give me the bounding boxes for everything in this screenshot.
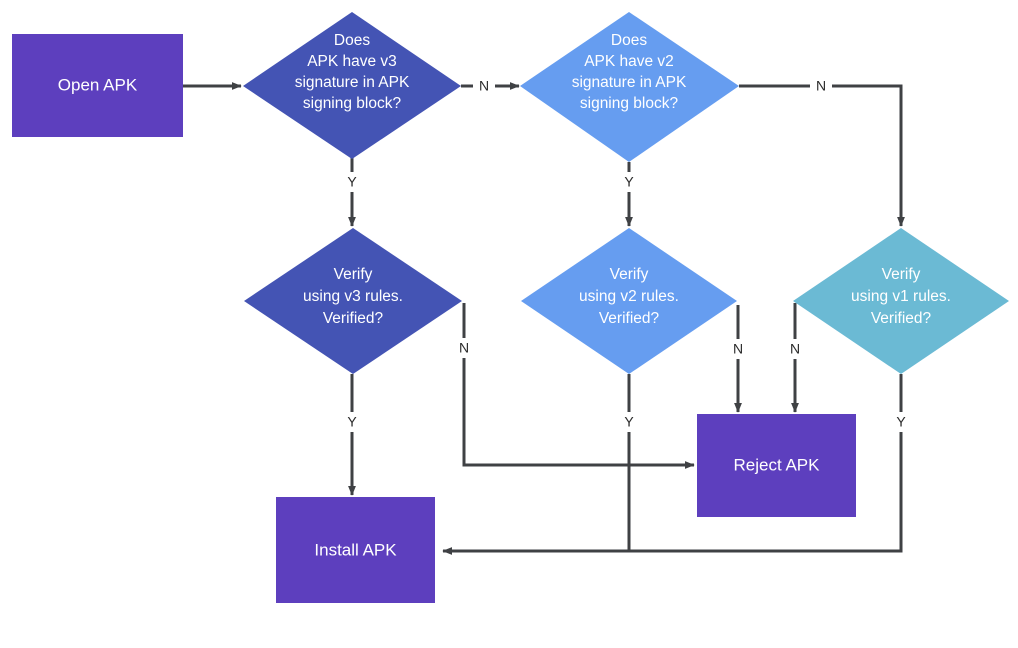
node-verify-v2-line-3: Verified? bbox=[599, 310, 660, 327]
node-verify-v3-line-1: Verify bbox=[334, 266, 373, 283]
edge-label-verifyv3-no: N bbox=[459, 340, 469, 356]
node-install-apk-label: Install APK bbox=[314, 540, 397, 559]
node-verify-v1-line-2: using v1 rules. bbox=[851, 288, 951, 305]
edge-label-bg-verifyv3-no bbox=[454, 338, 475, 358]
edge-label-hasv2-yes: Y bbox=[624, 174, 634, 190]
edge-label-bg-verifyv1-yes bbox=[891, 412, 911, 432]
node-has-v3-line-1: Does bbox=[334, 32, 370, 49]
node-verify-v3-rules[interactable] bbox=[244, 228, 462, 374]
edge-label-hasv3-yes: Y bbox=[347, 174, 357, 190]
node-has-v3-line-3: signature in APK bbox=[295, 74, 410, 91]
node-verify-v2-rules[interactable] bbox=[521, 228, 737, 374]
node-has-v2-line-1: Does bbox=[611, 32, 647, 49]
edge-verifyv2-yes-to-install bbox=[442, 374, 631, 555]
node-reject-apk[interactable] bbox=[697, 414, 856, 517]
node-verify-v2-line-2: using v2 rules. bbox=[579, 288, 679, 305]
node-verify-v2-line-1: Verify bbox=[610, 266, 649, 283]
edge-label-bg-verifyv2-yes bbox=[619, 412, 639, 432]
edge-label-verifyv2-yes: Y bbox=[624, 414, 634, 430]
node-open-apk[interactable] bbox=[12, 34, 183, 137]
edge-label-bg-hasv2-no bbox=[810, 76, 832, 96]
edge-label-bg-verifyv1-no bbox=[785, 339, 806, 359]
edge-label-hasv2-no: N bbox=[816, 78, 826, 94]
edge-label-verifyv1-yes: Y bbox=[896, 414, 906, 430]
edge-verifyv1-yes-to-install bbox=[629, 374, 903, 553]
node-verify-v1-rules[interactable] bbox=[793, 228, 1009, 374]
node-verify-v1-line-1: Verify bbox=[882, 266, 921, 283]
edge-label-bg-hasv2-yes bbox=[619, 172, 639, 192]
node-has-v2-line-3: signature in APK bbox=[572, 74, 687, 91]
node-has-v2-signature[interactable] bbox=[520, 12, 739, 162]
node-verify-v3-line-2: using v3 rules. bbox=[303, 288, 403, 305]
node-verify-v1-line-3: Verified? bbox=[871, 310, 932, 327]
node-open-apk-label: Open APK bbox=[58, 75, 138, 94]
node-has-v2-line-2: APK have v2 bbox=[584, 53, 674, 70]
edge-label-hasv3-no: N bbox=[479, 78, 489, 94]
node-reject-apk-label: Reject APK bbox=[734, 455, 821, 474]
node-has-v3-line-2: APK have v3 bbox=[307, 53, 397, 70]
edge-label-bg-hasv3-no bbox=[473, 76, 495, 96]
node-has-v2-line-4: signing block? bbox=[580, 95, 679, 112]
edge-label-verifyv3-yes: Y bbox=[347, 414, 357, 430]
node-has-v3-signature[interactable] bbox=[243, 12, 461, 159]
edge-label-verifyv2-no: N bbox=[733, 341, 743, 357]
edge-label-verifyv1-no: N bbox=[790, 341, 800, 357]
edge-hasv2-no-to-verifyv1 bbox=[739, 84, 905, 227]
edge-label-bg-hasv3-yes bbox=[342, 172, 362, 192]
node-has-v3-line-4: signing block? bbox=[303, 95, 402, 112]
node-install-apk[interactable] bbox=[276, 497, 435, 603]
edge-label-bg-verifyv3-yes bbox=[342, 412, 362, 432]
edge-label-bg-verifyv2-no bbox=[728, 339, 749, 359]
node-verify-v3-line-3: Verified? bbox=[323, 310, 384, 327]
